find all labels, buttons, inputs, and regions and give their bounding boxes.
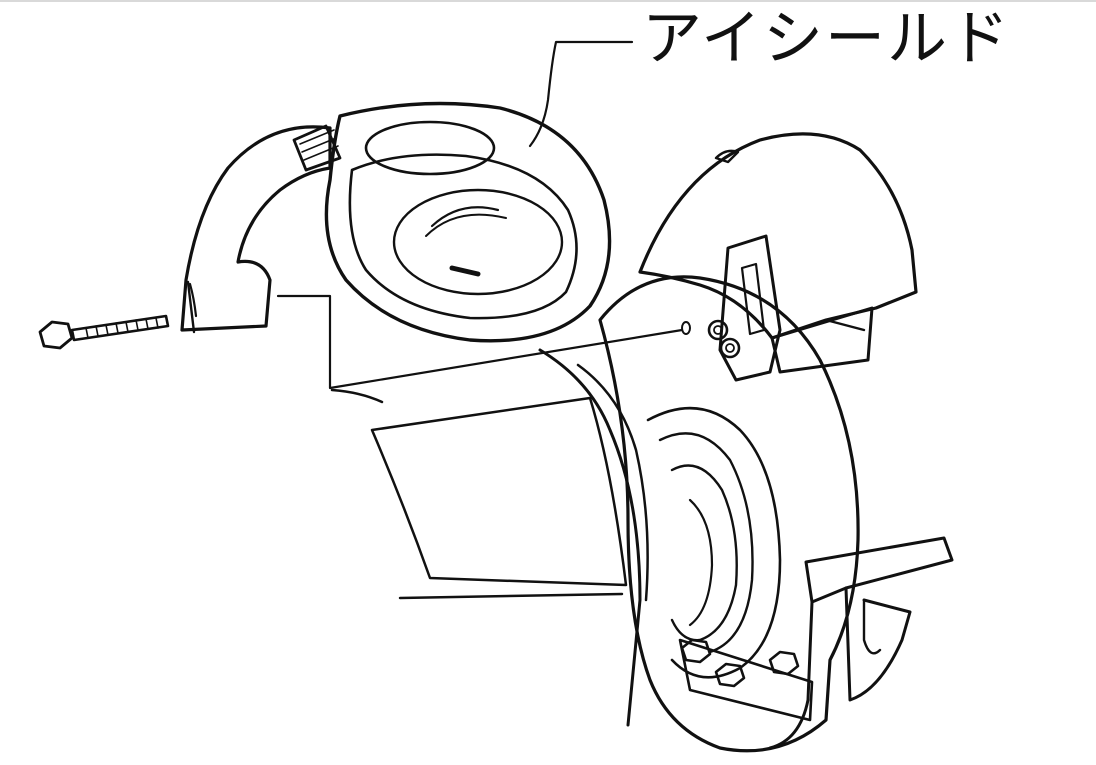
tool-rest [678,536,954,750]
eye-shield-label: アイシールド [642,4,1011,74]
wheel-guard [598,132,918,753]
top-border [0,0,1096,2]
eye-shield [180,101,612,343]
bolt [38,314,170,350]
motor-housing [330,348,649,727]
leader-lines [276,40,684,390]
